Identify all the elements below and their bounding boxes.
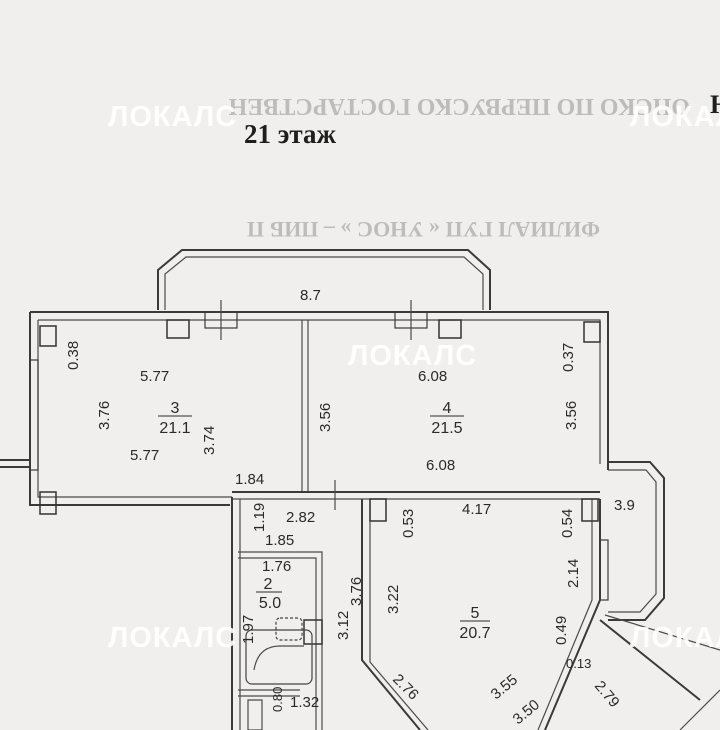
room-area: 5.0 [259,595,281,612]
window [204,300,238,340]
floor-title: 21 этаж [244,119,337,149]
ghost-text-line: ФИЛИАЛ ГУП « УНОС » – ПИБ П [247,217,600,242]
dimension-label: 0.37 [560,343,577,372]
dimension-label: 3.55 [488,671,521,703]
dimension-label: 3.9 [614,497,635,514]
window [394,300,428,340]
dimension-label: 1.85 [265,532,294,549]
right-balcony [599,461,720,730]
window [599,539,609,601]
dimension-label: 3.74 [201,426,218,455]
dimension-label: 2.79 [591,678,623,711]
dimension-label: 0.38 [65,341,82,370]
dimension-label: 1.76 [262,558,291,575]
dimension-label: 0.54 [559,509,576,538]
window [29,359,39,471]
dimension-label: 8.7 [300,287,321,304]
dimension-label: 0.49 [553,616,570,645]
dimension-label: 0.80 [270,687,285,712]
corner-mark: Н [710,90,720,119]
dimension-label: 6.08 [426,457,455,474]
watermark: ЛОКАЛС [630,622,720,654]
sink [275,617,303,641]
dimension-label: 0.13 [566,656,591,671]
room-number: 5 [471,605,480,622]
room-number: 3 [171,400,180,417]
dimension-label: 3.12 [335,611,352,640]
room-number: 4 [443,400,452,417]
dimension-label: 1.84 [235,471,264,488]
dimension-label: 6.08 [418,368,447,385]
dimension-label: 3.76 [348,577,365,606]
dimension-label: 1.32 [290,694,319,711]
top-balcony [157,249,491,310]
dimension-label: 3.56 [563,401,580,430]
dimension-label: 5.77 [130,447,159,464]
dimension-label: 0.53 [400,509,417,538]
columns [39,319,601,645]
dimension-label: 4.17 [462,501,491,518]
room-number: 2 [264,576,273,593]
room-area: 20.7 [459,625,490,642]
dimension-label: 3.22 [385,585,402,614]
ghost-text-line: ОНСКО ПО ПЕРВУСКО ГОСТАРСТВЕН [228,93,690,119]
dimension-label: 5.77 [140,368,169,385]
dimension-label: 3.56 [317,403,334,432]
room-area: 21.5 [431,420,462,437]
dimension-label: 1.19 [251,503,268,532]
dimension-label: 2.82 [286,509,315,526]
dimension-label: 3.50 [510,696,543,728]
watermark: ЛОКАЛС [108,101,237,133]
watermark: ЛОКАЛС [348,340,477,372]
room-area: 21.1 [159,420,190,437]
watermark: ЛОКАЛС [630,101,720,133]
watermark: ЛОКАЛС [108,622,237,654]
exterior-walls [0,311,609,506]
bathtub [245,629,313,685]
dimension-label: 1.97 [240,615,257,644]
dimension-label: 3.76 [96,401,113,430]
dimension-label: 2.14 [565,559,582,588]
toilet [247,699,263,730]
